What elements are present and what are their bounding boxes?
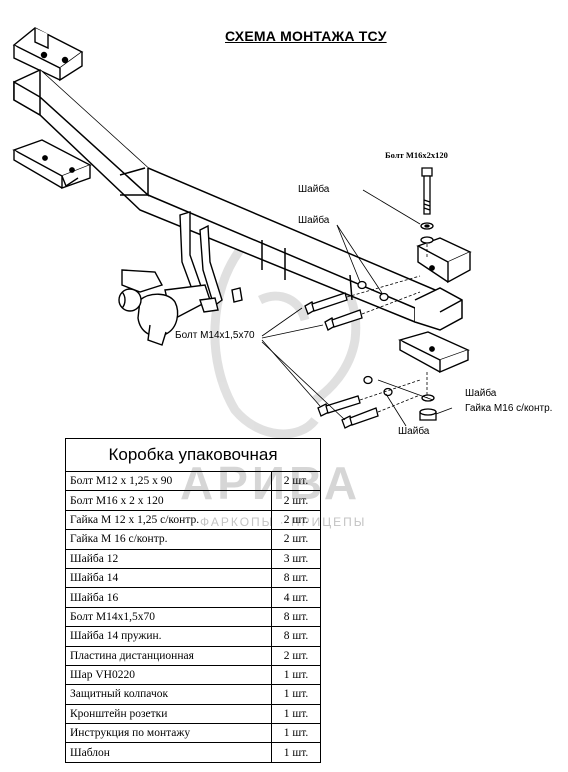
label-washer-4: Шайба [398,425,430,437]
item-cell: Болт М14х1,5х70 [65,606,272,628]
item-cell: Гайка М 12 х 1,25 с/контр. [65,509,272,531]
qty-cell: 4 шт. [271,587,321,608]
item-cell: Болт М16 х 2 х 120 [65,490,272,511]
left-bottom-bracket [12,139,92,189]
item-cell: Шайба 16 [65,587,272,608]
bolts-m14-upper [304,280,389,331]
label-washer-1: Шайба [298,183,330,195]
label-washer-2: Шайба [298,214,330,226]
table-row: Гайка М 12 х 1,25 с/контр.2 шт. [65,509,321,531]
label-bolt-m14: Болт М14х1,5х70 [175,330,255,341]
table-header-row: Коробка упаковочная [65,438,321,472]
table-row: Гайка М 16 с/контр.2 шт. [65,529,321,550]
qty-cell: 8 шт. [271,606,321,628]
page-title: СХЕМА МОНТАЖА ТСУ [225,28,387,44]
qty-cell: 1 шт. [271,684,321,705]
qty-cell: 1 шт. [271,703,321,725]
nut-m16 [419,394,437,421]
item-cell: Шар VH0220 [65,664,272,686]
main-beam [13,69,463,331]
item-cell: Болт М12 х 1,25 х 90 [65,470,272,492]
qty-cell: 2 шт. [271,509,321,531]
item-cell: Пластина дистанционная [65,645,272,666]
qty-cell: 2 шт. [271,645,321,666]
bolts-m14-lower [317,375,393,429]
item-cell: Шайба 12 [65,548,272,569]
qty-cell: 1 шт. [271,664,321,686]
packing-box-table: Коробка упаковочная Болт М12 х 1,25 х 90… [65,438,321,763]
label-nut-m16: Гайка М16 с/контр. [465,403,552,414]
item-cell: Защитный колпачок [65,684,272,705]
qty-cell: 2 шт. [271,529,321,550]
qty-cell: 3 шт. [271,548,321,569]
bolt-m16 [420,167,434,244]
label-washer-3: Шайба [465,387,497,399]
qty-cell: 1 шт. [271,742,321,763]
item-cell: Шаблон [65,742,272,763]
table-row: Шайба 14 пружин.8 шт. [65,626,321,647]
label-bolt-m16: Болт М16х2х120 [385,150,448,160]
qty-cell: 8 шт. [271,626,321,647]
qty-cell: 2 шт. [271,470,321,492]
assembly-lines [346,244,428,413]
hitch-neck [118,211,243,346]
table-header: Коробка упаковочная [65,438,321,472]
item-cell: Кронштейн розетки [65,703,272,725]
leader-lines [261,189,453,427]
item-cell: Инструкция по монтажу [65,723,272,744]
item-cell: Шайба 14 [65,567,272,589]
item-cell: Шайба 14 пружин. [65,626,272,647]
right-upper-bracket [416,237,472,284]
left-top-bracket [12,27,84,82]
item-cell: Гайка М 16 с/контр. [65,529,272,550]
right-lower-plate [398,331,470,374]
qty-cell: 8 шт. [271,567,321,589]
qty-cell: 1 шт. [271,723,321,744]
qty-cell: 2 шт. [271,490,321,511]
